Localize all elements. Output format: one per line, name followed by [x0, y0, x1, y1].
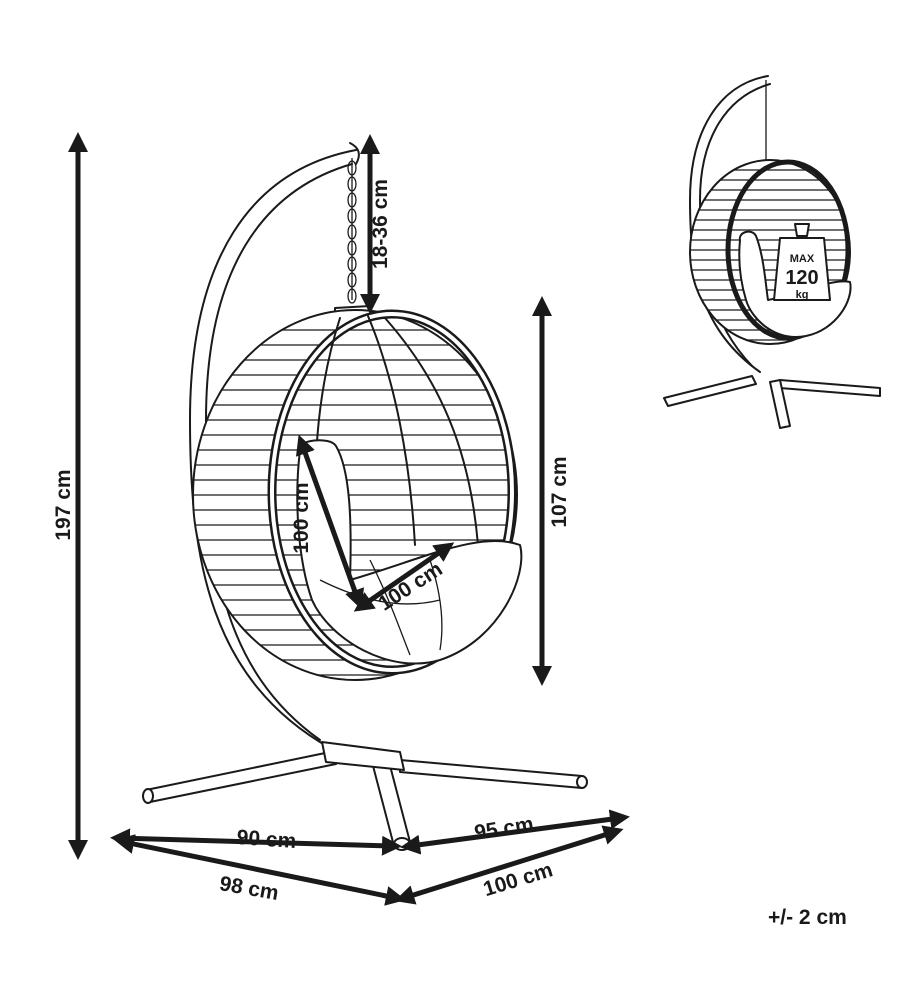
- basket-rib: [384, 317, 479, 546]
- seat-height-arrow: [295, 434, 365, 610]
- stand-pole-outer: [189, 149, 357, 749]
- base-outer-right-label: 100 cm: [481, 858, 556, 901]
- weight-icon: MAX 120 kg: [773, 223, 831, 301]
- inset-cushion: [738, 230, 852, 338]
- base-outer-left-label: 98 cm: [218, 872, 281, 905]
- inset-chair-illustration: MAX 120 kg: [663, 75, 881, 429]
- base-inner-right-label: 95 cm: [473, 813, 535, 845]
- pole-top-cap: [349, 142, 360, 165]
- seat-width-arrow: [353, 542, 455, 612]
- basket-height-label: 107 cm: [548, 456, 571, 527]
- base-outer-left-arrow: [114, 834, 406, 906]
- hanging-chair-illustration: [142, 142, 588, 851]
- seat-height-label: 100 cm: [290, 482, 313, 553]
- inset-stand-pole: [689, 75, 769, 373]
- load-badge-line1: MAX: [790, 253, 815, 265]
- chain: [347, 158, 357, 304]
- base-outer-right-arrow: [394, 825, 624, 905]
- load-badge-line2: 120: [785, 267, 818, 289]
- total-height-label: 197 cm: [52, 469, 75, 540]
- base-inner-left-label: 90 cm: [236, 826, 297, 853]
- chain-length-label: 18-36 cm: [369, 179, 392, 269]
- basket-rib: [367, 315, 416, 546]
- load-badge-line3: kg: [796, 289, 809, 301]
- tolerance-note: +/- 2 cm: [768, 906, 847, 929]
